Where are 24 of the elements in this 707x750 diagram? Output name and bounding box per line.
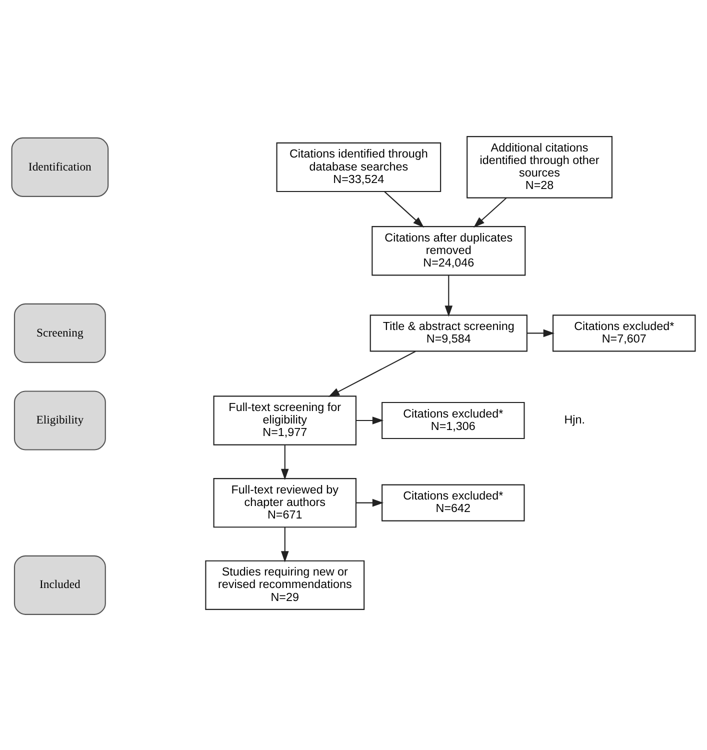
node-box: Citations after duplicates removed N=24,046 xyxy=(372,226,526,276)
arrow xyxy=(384,190,424,228)
node-box: Studies requiring new or revised recommendations N=29 xyxy=(205,560,365,610)
node-box: Included xyxy=(14,554,106,614)
arrow xyxy=(356,416,384,424)
node-box: Citations excluded* N=642 xyxy=(382,484,525,521)
label: Hjn. xyxy=(564,413,586,426)
node-box: Eligibility xyxy=(14,390,106,450)
node-box: Identification xyxy=(11,136,109,196)
node-box: Screening xyxy=(14,302,106,362)
node-box: Citations identified through database searches N=33,524 xyxy=(276,142,442,192)
arrow xyxy=(356,498,384,506)
arrow xyxy=(444,275,453,316)
arrow xyxy=(527,328,555,337)
node-box: Title & abstract screening N=9,584 xyxy=(370,314,528,352)
arrow xyxy=(280,526,289,562)
node-box: Citations excluded* N=7,607 xyxy=(552,314,696,352)
node-box: Full-text reviewed by chapter authors N=671 xyxy=(213,477,357,528)
arrow xyxy=(280,444,289,480)
node-box: Citations excluded* N=1,306 xyxy=(382,401,525,439)
node-box: Full-text screening for eligibility N=1,977 xyxy=(213,395,357,445)
arrow xyxy=(328,350,416,396)
node-box: Additional citations identified through other sources N=28 xyxy=(466,136,612,198)
arrow xyxy=(474,196,507,228)
